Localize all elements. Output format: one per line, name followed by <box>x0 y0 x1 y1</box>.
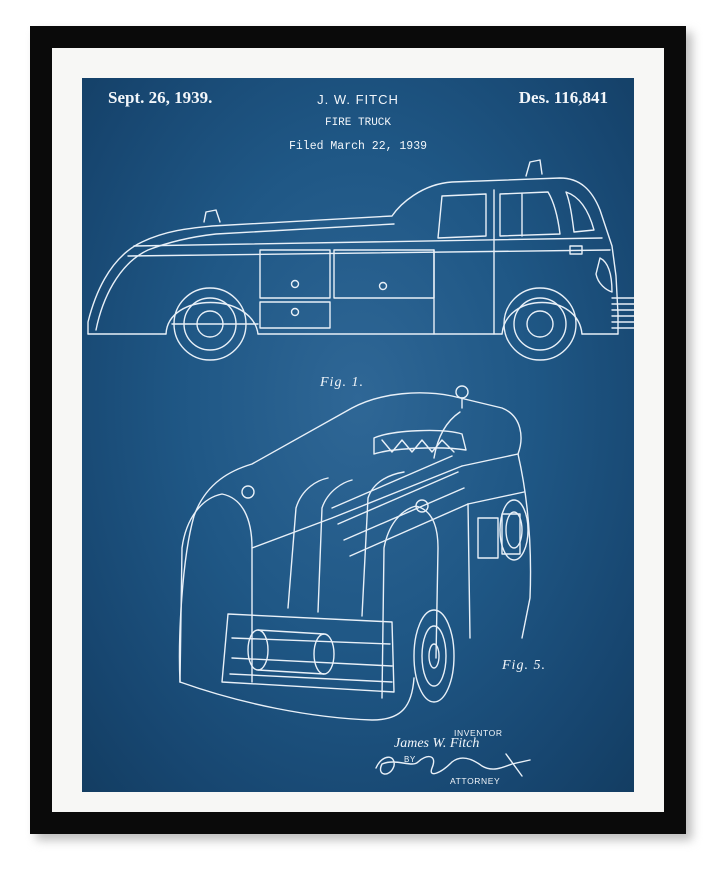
figure-1-label: Fig. 1. <box>320 375 364 390</box>
patent-subject: FIRE TRUCK <box>324 117 391 129</box>
attorney-signature <box>375 755 531 775</box>
patent-number: Des. 116,841 <box>518 88 608 107</box>
blueprint-print: Sept. 26, 1939. J. W. FITCH FIRE TRUCK F… <box>82 78 634 792</box>
figure-5-label: Fig. 5. <box>502 658 546 673</box>
patent-drawing <box>87 159 634 777</box>
inventor-signature: James W. Fitch <box>394 736 480 751</box>
side-view-truck <box>87 159 634 361</box>
patent-date: Sept. 26, 1939. <box>108 88 213 107</box>
inventor-label: INVENTOR <box>454 728 503 738</box>
by-label: BY <box>404 755 416 764</box>
perspective-view-truck <box>178 385 532 721</box>
attorney-label: ATTORNEY <box>450 776 501 786</box>
filed-date: Filed March 22, 1939 <box>288 140 428 153</box>
inventor-name: J. W. FITCH <box>317 92 399 107</box>
